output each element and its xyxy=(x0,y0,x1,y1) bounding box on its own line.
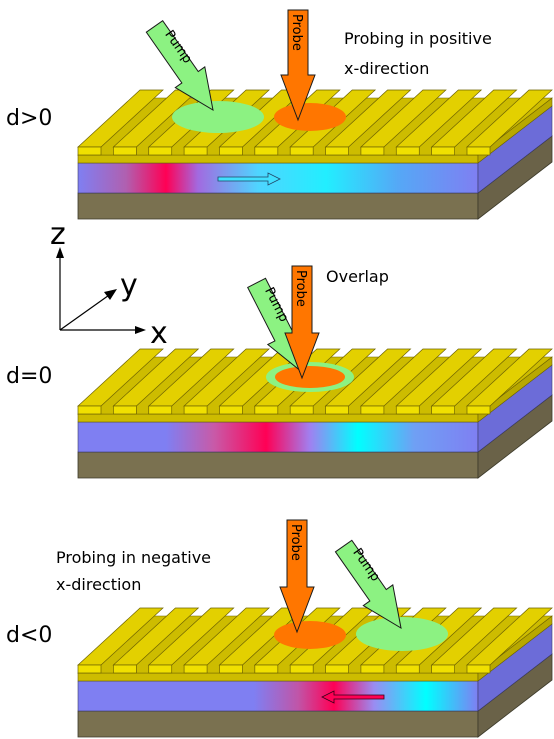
substrate xyxy=(77,451,479,479)
grating-bar-front xyxy=(254,405,279,415)
panel-d-positive: Pump Probe d>0 Probing in positive x-dir… xyxy=(6,9,553,220)
grating-bar-front xyxy=(325,146,349,156)
probe-spot xyxy=(274,621,346,649)
delay-label: d>0 xyxy=(6,106,52,131)
grating-bar-front xyxy=(148,405,173,415)
grating-bar-front xyxy=(183,146,208,156)
grating-bar-front xyxy=(360,664,385,674)
grating-bar-front xyxy=(360,405,385,415)
grating-bar-front xyxy=(254,146,279,156)
pump-spot xyxy=(356,617,448,651)
y-axis xyxy=(59,289,117,331)
x-axis xyxy=(60,326,146,334)
grating-bar-front xyxy=(219,405,243,415)
caption-line-1: Probing in positive xyxy=(344,29,492,48)
substrate xyxy=(77,710,479,738)
panel-d-zero: Pump Probe d=0 Overlap xyxy=(6,265,553,479)
grating-bar-front xyxy=(113,405,137,415)
waveguide-layer xyxy=(77,680,479,712)
y-axis-label: y xyxy=(120,268,138,303)
caption-line-2: x-direction xyxy=(56,575,141,594)
grating-bar-front xyxy=(360,146,385,156)
probe-label: Probe xyxy=(288,524,303,561)
grating-bar-front xyxy=(77,146,102,156)
grating-bar-front xyxy=(431,405,455,415)
metal-base xyxy=(77,413,479,423)
grating-bar-front xyxy=(431,664,455,674)
probe-spot xyxy=(275,366,345,388)
x-axis-label: x xyxy=(150,316,168,351)
grating-bar-front xyxy=(77,664,102,674)
grating-bar-front xyxy=(219,146,243,156)
grating-bar-front xyxy=(148,146,173,156)
metal-grating xyxy=(77,89,553,156)
coordinate-axes: z y x xyxy=(50,217,168,351)
grating-bar-front xyxy=(466,146,491,156)
grating-bar-front xyxy=(113,664,137,674)
pump-spot xyxy=(172,101,264,133)
panel-d-negative: Probe Pump d<0 Probing in negative x-dir… xyxy=(6,519,553,738)
grating-bar-front xyxy=(113,146,137,156)
grating-bar-front xyxy=(395,146,420,156)
grating-bar-front xyxy=(466,664,491,674)
grating-bar-front xyxy=(325,664,349,674)
probe-label: Probe xyxy=(289,14,304,51)
probe-beam: Probe xyxy=(280,9,316,122)
grating-bar-front xyxy=(289,146,314,156)
grating-bar-front xyxy=(431,146,455,156)
grating-bar-front xyxy=(183,664,208,674)
grating-bar-front xyxy=(395,405,420,415)
pump-beam: Pump xyxy=(145,20,214,111)
pulse-arrow-positive xyxy=(217,172,281,186)
grating-bar-front xyxy=(183,405,208,415)
delay-label: d<0 xyxy=(6,623,52,648)
grating-bar-front xyxy=(254,664,279,674)
grating-bar-front xyxy=(148,664,173,674)
caption-line-2: x-direction xyxy=(344,59,429,78)
grating-bar-front xyxy=(289,405,314,415)
probe-beam: Probe xyxy=(279,519,315,634)
grating-bar-front xyxy=(289,664,314,674)
caption-line-1: Probing in negative xyxy=(56,548,211,567)
grating-bar-front xyxy=(466,405,491,415)
probe-label: Probe xyxy=(293,270,308,307)
delay-label: d=0 xyxy=(6,364,52,389)
substrate xyxy=(77,192,479,220)
metal-base xyxy=(77,672,479,682)
metal-base xyxy=(77,154,479,164)
pulse-arrow-negative xyxy=(321,690,385,704)
grating-bar-front xyxy=(395,664,420,674)
grating-bar-front xyxy=(219,664,243,674)
z-axis-label: z xyxy=(50,217,66,252)
z-axis xyxy=(56,247,64,330)
waveguide-layer xyxy=(77,421,479,453)
probe-beam: Probe xyxy=(284,265,320,380)
grating-bar-front xyxy=(325,405,349,415)
caption-line-1: Overlap xyxy=(326,267,389,286)
probe-spot xyxy=(274,103,346,131)
grating-bar-front xyxy=(77,405,102,415)
